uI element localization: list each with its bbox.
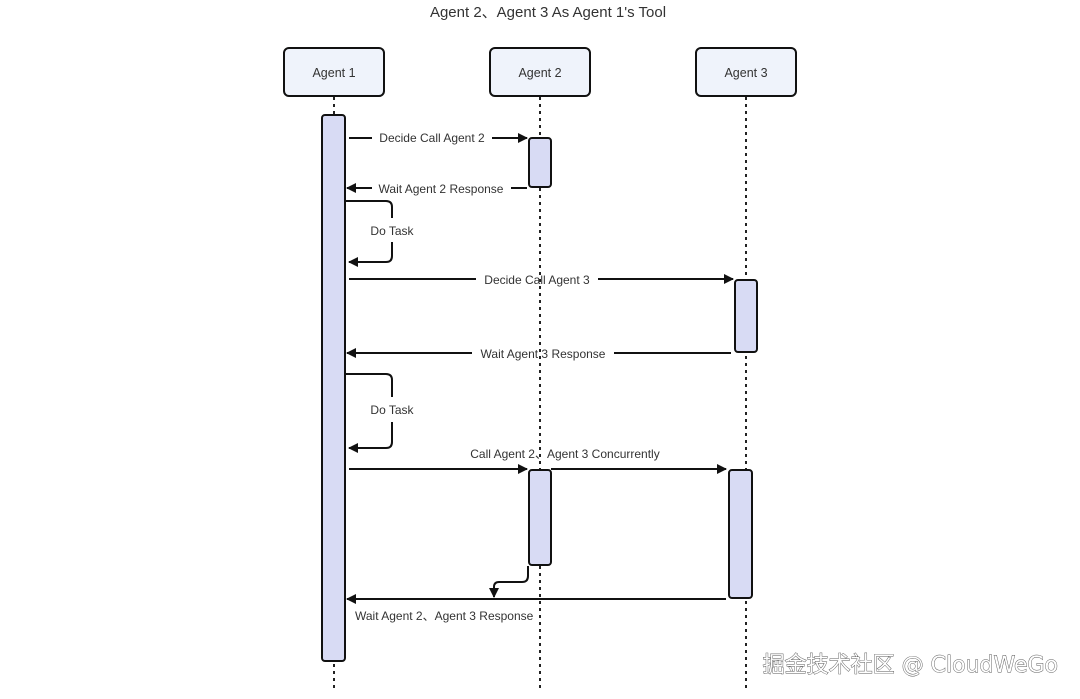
participant-label: Agent 3 bbox=[724, 66, 767, 80]
message-label: Decide Call Agent 2 bbox=[379, 131, 485, 145]
participant-box bbox=[695, 47, 797, 97]
agent-2-return-connector bbox=[489, 566, 529, 598]
message-wait-agent-2-response[interactable]: Wait Agent 2 Response bbox=[346, 182, 527, 196]
participant-box bbox=[489, 47, 591, 97]
message-label: Wait Agent 3 Response bbox=[481, 347, 606, 361]
message-label: Wait Agent 2 Response bbox=[379, 182, 504, 196]
self-loop-top bbox=[346, 373, 393, 397]
activation-agent-2-concurrent bbox=[528, 469, 552, 566]
self-loop-top bbox=[346, 200, 393, 218]
participant-label: Agent 1 bbox=[312, 66, 355, 80]
message-do-task-1[interactable]: Do Task bbox=[346, 200, 415, 267]
message-label: Wait Agent 2、Agent 3 Response bbox=[355, 609, 534, 623]
self-loop-arrow bbox=[348, 242, 393, 267]
participant-label: Agent 2 bbox=[518, 66, 561, 80]
message-wait-concurrent-response[interactable]: Wait Agent 2、Agent 3 Response bbox=[346, 566, 726, 623]
message-do-task-2[interactable]: Do Task bbox=[346, 373, 415, 453]
diagram-title: Agent 2、Agent 3 As Agent 1's Tool bbox=[430, 4, 666, 21]
activation-agent-1 bbox=[321, 114, 346, 662]
message-call-concurrently[interactable]: Call Agent 2、Agent 3 Concurrently bbox=[349, 447, 727, 474]
message-label: Do Task bbox=[370, 403, 414, 417]
message-wait-agent-3-response[interactable]: Wait Agent 3 Response bbox=[346, 347, 731, 361]
self-loop-arrow bbox=[348, 422, 393, 453]
message-label: Call Agent 2、Agent 3 Concurrently bbox=[470, 447, 659, 461]
message-label: Decide Call Agent 3 bbox=[484, 273, 590, 287]
watermark: 掘金技术社区 @ CloudWeGo bbox=[763, 653, 1058, 678]
activation-agent-2-first bbox=[528, 137, 552, 188]
participant-box bbox=[283, 47, 385, 97]
participant-agent-2[interactable]: Agent 2 bbox=[489, 47, 591, 97]
message-decide-call-agent-3[interactable]: Decide Call Agent 3 bbox=[349, 273, 734, 287]
activation-agent-3-concurrent bbox=[728, 469, 753, 599]
message-label: Do Task bbox=[370, 224, 414, 238]
activation-agent-3-first bbox=[734, 279, 758, 353]
participant-agent-1[interactable]: Agent 1 bbox=[283, 47, 385, 97]
participant-agent-3[interactable]: Agent 3 bbox=[695, 47, 797, 97]
message-decide-call-agent-2[interactable]: Decide Call Agent 2 bbox=[349, 131, 528, 145]
